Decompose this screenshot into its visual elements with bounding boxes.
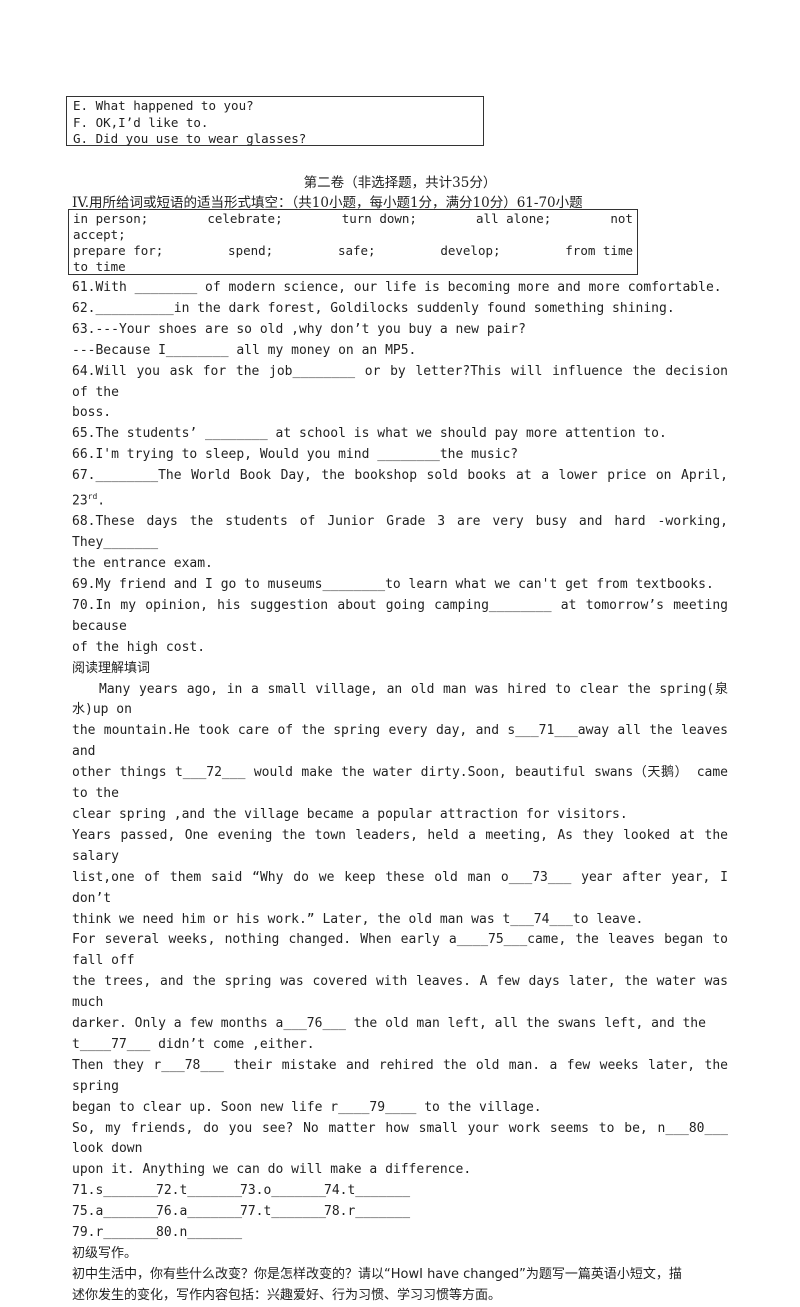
- word: from time: [565, 243, 633, 258]
- section-title: 第二卷（非选择题，共计35分）: [303, 175, 497, 191]
- question-61: 61.With ________ of modern science, our …: [72, 280, 722, 295]
- content-area: 61.With ________ of modern science, our …: [72, 278, 728, 1307]
- task-iv-heading: IV.用所给词或短语的适当形式填空：（共10小题，每小题1分，满分10分）61-…: [72, 195, 583, 211]
- passage-line: Years passed, One evening the town leade…: [72, 827, 728, 864]
- passage-line: think we need him or his work.” Later, t…: [72, 911, 644, 927]
- answer-blank: 80.n_______: [156, 1225, 243, 1241]
- answer-blank: 74.t_______: [324, 1183, 411, 1199]
- passage-line: the trees, and the spring was covered wi…: [72, 974, 728, 1011]
- passage-line: Many years ago, in a small village, an o…: [72, 681, 728, 718]
- writing-prompt-line-2: 述你发生的变化，写作内容包括：兴趣爱好、行为习惯、学习习惯等方面。: [72, 1287, 502, 1303]
- question-70-b: of the high cost.: [72, 639, 206, 655]
- word: prepare for;: [73, 243, 164, 258]
- passage-line: Then they r___78___ their mistake and re…: [72, 1057, 728, 1094]
- word: spend;: [228, 243, 274, 258]
- word: in person;: [73, 211, 149, 226]
- word: all alone;: [476, 211, 552, 226]
- passage-line: list,one of them said “Why do we keep th…: [72, 869, 728, 906]
- answer-blank: 77.t_______: [240, 1204, 327, 1220]
- question-65: 65.The students’ ________ at school is w…: [72, 426, 667, 442]
- passage-line: clear spring ,and the village became a p…: [72, 806, 628, 822]
- word-row-1: in person; celebrate; turn down; all alo…: [73, 211, 633, 227]
- question-67-end: .: [97, 493, 106, 509]
- answer-blank: 73.o_______: [240, 1183, 327, 1199]
- answer-row-1: 71.s_______ 72.t_______ 73.o_______ 74.t…: [72, 1181, 728, 1202]
- choice-e: E. What happened to you?: [73, 98, 254, 113]
- passage-line: upon it. Anything we can do will make a …: [72, 1162, 472, 1178]
- word-row-2-tail: to time: [73, 259, 126, 274]
- question-66: 66.I'm trying to sleep, Would you mind _…: [72, 447, 519, 463]
- word: turn down;: [341, 211, 417, 226]
- answer-blank: 76.a_______: [156, 1204, 243, 1220]
- question-67-sup: rd: [87, 492, 98, 502]
- word-box: in person; celebrate; turn down; all alo…: [68, 209, 638, 275]
- question-64-b: boss.: [72, 405, 112, 421]
- answer-blank: 71.s_______: [72, 1183, 159, 1199]
- writing-heading: 初级写作。: [72, 1246, 138, 1262]
- answer-blank: 72.t_______: [156, 1183, 243, 1199]
- choice-g: G. Did you use to wear glasses?: [73, 131, 307, 146]
- passage-line: So, my friends, do you see? No matter ho…: [72, 1120, 728, 1157]
- choices-box: E. What happened to you? F. OK,I’d like …: [66, 96, 484, 146]
- question-69: 69.My friend and I go to museums________…: [72, 577, 714, 593]
- passage-line: darker. Only a few months a___76___ the …: [72, 1016, 706, 1032]
- question-64-a: 64.Will you ask for the job________ or b…: [72, 363, 728, 400]
- word: safe;: [337, 243, 376, 258]
- passage-line: began to clear up. Soon new life r____79…: [72, 1099, 542, 1115]
- question-67-text: 67.________The World Book Day, the books…: [72, 468, 728, 509]
- question-70-a: 70.In my opinion, his suggestion about g…: [72, 597, 728, 634]
- question-63-b: ---Because I________ all my money on an …: [72, 342, 417, 358]
- question-68-a: 68.These days the students of Junior Gra…: [72, 514, 728, 551]
- word: develop;: [440, 243, 501, 258]
- word-row-1-tail: accept;: [73, 227, 126, 242]
- answer-blank: 78.r_______: [324, 1204, 411, 1220]
- writing-prompt-line-1: 初中生活中，你有些什么改变？你是怎样改变的？请以“HowI have chang…: [72, 1266, 682, 1282]
- passage-line: t____77___ didn’t come ,either.: [72, 1036, 315, 1052]
- passage-line: the mountain.He took care of the spring …: [72, 723, 728, 760]
- answer-row-2: 75.a_______ 76.a_______ 77.t_______ 78.r…: [72, 1202, 728, 1223]
- word: not: [610, 211, 633, 226]
- answer-row-3: 79.r_______ 80.n_______: [72, 1223, 728, 1244]
- question-62: 62.__________in the dark forest, Goldilo…: [72, 300, 675, 316]
- answer-blank: 75.a_______: [72, 1204, 159, 1220]
- question-67: 67.________The World Book Day, the books…: [72, 466, 728, 512]
- answer-blank: 79.r_______: [72, 1225, 159, 1241]
- passage-line: other things t___72___ would make the wa…: [72, 765, 728, 802]
- word-row-2: prepare for; spend; safe; develop; from …: [73, 243, 633, 259]
- word: celebrate;: [207, 211, 283, 226]
- passage-line: For several weeks, nothing changed. When…: [72, 932, 728, 969]
- question-68-b: the entrance exam.: [72, 556, 213, 572]
- choice-f: F. OK,I’d like to.: [73, 114, 209, 130]
- question-63-a: 63.---Your shoes are so old ,why don’t y…: [72, 321, 526, 337]
- reading-heading: 阅读理解填词: [72, 660, 151, 676]
